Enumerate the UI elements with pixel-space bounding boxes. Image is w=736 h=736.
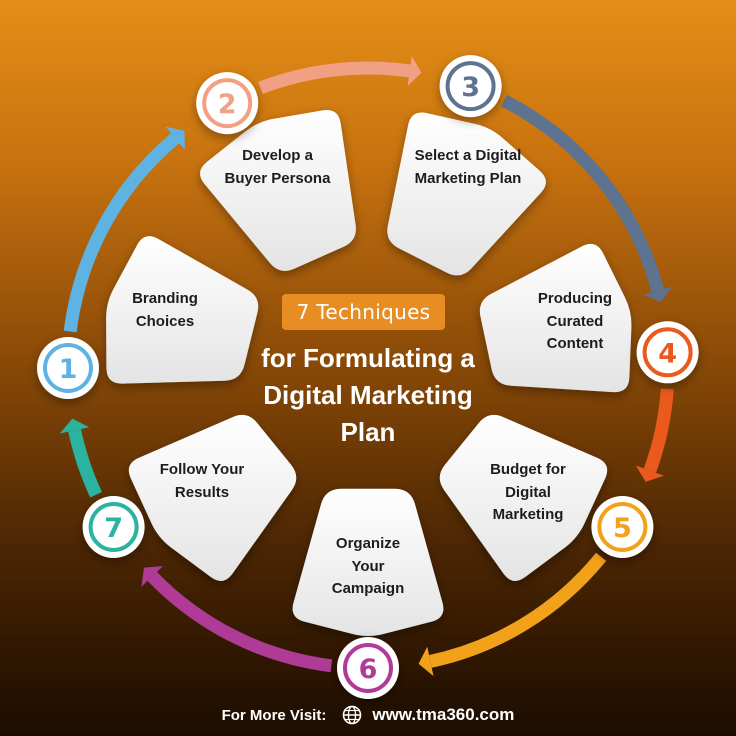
cycle-arc-5 [429, 552, 607, 668]
step-4-line-1: Producing [537, 290, 613, 307]
step-1-label: Branding Choices [95, 288, 235, 333]
step-6-badge: 6 [337, 637, 399, 699]
step-card-1 [106, 236, 259, 384]
globe-icon [342, 705, 362, 725]
step-4-number: 4 [658, 338, 677, 369]
step-6-line-2: Your [351, 557, 385, 575]
step-1-line-2: Choices [135, 312, 195, 330]
cycle-arc-1 [63, 133, 180, 333]
step-7-number: 7 [104, 513, 123, 544]
step-2-line-1: Develop a [242, 147, 313, 164]
step-card-6 [292, 488, 444, 636]
step-6-label: Organize Your Campaign [303, 533, 433, 601]
cycle-arrowhead-6 [141, 566, 163, 587]
cycle-arc-6 [147, 571, 333, 673]
step-card-5 [439, 414, 608, 581]
cycle-arrowhead-7 [59, 418, 90, 434]
step-3-line-2: Marketing Plan [414, 169, 522, 187]
step-6-line-3: Campaign [331, 580, 405, 597]
step-3-number: 3 [461, 72, 480, 103]
step-6-number: 6 [359, 654, 378, 685]
cycle-arc-4 [643, 388, 674, 473]
step-card-3 [387, 112, 546, 276]
step-5-line-3: Marketing [492, 506, 564, 523]
step-2-badge: 2 [196, 72, 259, 135]
center-title: for Formulating a Digital Marketing Plan [228, 340, 508, 451]
step-7-badge: 7 [82, 496, 145, 558]
step-7-line-2: Results [174, 483, 230, 501]
step-5-label: Budget for Digital Marketing [463, 459, 593, 527]
cycle-arrowhead-1 [165, 126, 185, 150]
cycle-arrowhead-2 [407, 56, 422, 86]
center-title-line-3: Plan [340, 417, 396, 447]
step-5-badge: 5 [591, 496, 654, 558]
step-card-4 [479, 243, 632, 393]
cycle-arc-3 [501, 94, 665, 293]
step-7-line-1: Follow Your [159, 461, 245, 478]
step-1-number: 1 [59, 354, 78, 385]
cycle-arrowhead-5 [418, 646, 434, 677]
techniques-tag: 7 Techniques [282, 294, 445, 330]
step-2-line-2: Buyer Persona [224, 169, 331, 187]
website-link[interactable]: www.tma360.com [372, 705, 515, 724]
step-7-label: Follow Your Results [132, 459, 272, 504]
step-6-line-1: Organize [335, 535, 401, 552]
step-2-label: Develop a Buyer Persona [200, 145, 355, 190]
step-3-label: Select a Digital Marketing Plan [393, 145, 543, 190]
footer-label: For More Visit: [221, 706, 327, 724]
center-title-line-1: for Formulating a [261, 343, 475, 373]
step-5-line-2: Digital [505, 483, 551, 501]
step-card-7 [128, 414, 297, 581]
step-2-number: 2 [218, 89, 237, 120]
footer: For More Visit: www.tma360.com [0, 700, 736, 730]
step-card-2 [200, 110, 356, 271]
cycle-arc-7 [68, 428, 103, 498]
step-1-line-1: Branding [132, 290, 198, 307]
step-1-badge: 1 [37, 337, 99, 399]
step-4-line-3: Content [546, 335, 604, 352]
cycle-arc-2 [258, 61, 411, 94]
cycle-arrowhead-4 [635, 465, 664, 482]
step-5-number: 5 [613, 513, 632, 544]
step-5-line-1: Budget for [490, 461, 566, 478]
step-4-line-2: Curated [546, 312, 604, 330]
step-3-line-1: Select a Digital [414, 147, 522, 164]
step-4-label: Producing Curated Content [510, 288, 640, 356]
step-3-badge: 3 [439, 55, 502, 118]
center-title-line-2: Digital Marketing [263, 380, 473, 410]
step-4-badge: 4 [636, 321, 699, 384]
cycle-arrowhead-3 [643, 286, 673, 302]
